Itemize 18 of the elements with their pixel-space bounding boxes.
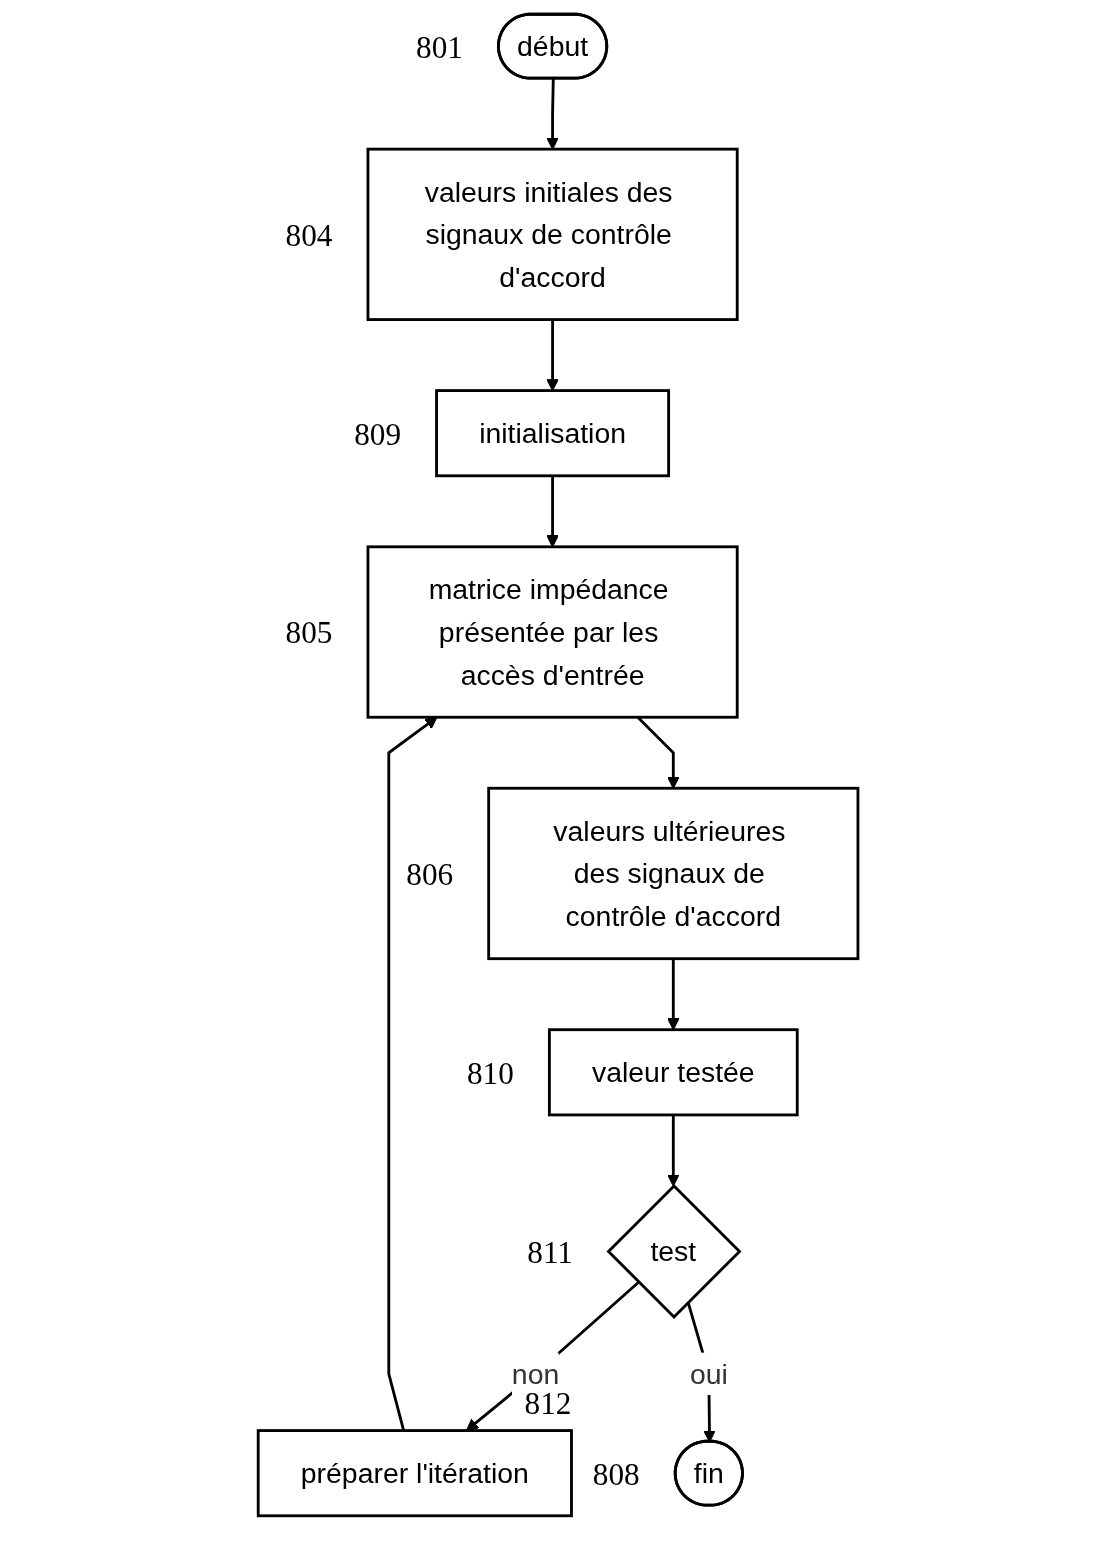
edge-label: oui [690, 1358, 729, 1390]
node-box: valeurs ultérieures des signaux de contrôle d'accord [487, 786, 860, 961]
reference-number: 804 [286, 217, 333, 253]
arrow [546, 78, 560, 150]
reference-number: 808 [593, 1456, 641, 1492]
node-box: préparer l'itération [257, 1429, 574, 1518]
reference-number: 811 [527, 1234, 574, 1270]
reference-number: 806 [406, 856, 454, 892]
node-box: valeur testée [548, 1028, 800, 1117]
reference-number: 809 [354, 416, 402, 452]
reference-number: 801 [416, 29, 464, 65]
reference-number: 805 [286, 615, 333, 651]
node-box: initialisation [435, 389, 671, 478]
reference-number: 810 [467, 1055, 515, 1091]
node-box: matrice impédance présentée par les accès d'entrée [366, 545, 740, 719]
node-diamond: test [606, 1183, 742, 1319]
node-box: valeurs initiales des signaux de contrôle d'accord [366, 147, 740, 321]
arrow [667, 1114, 680, 1187]
